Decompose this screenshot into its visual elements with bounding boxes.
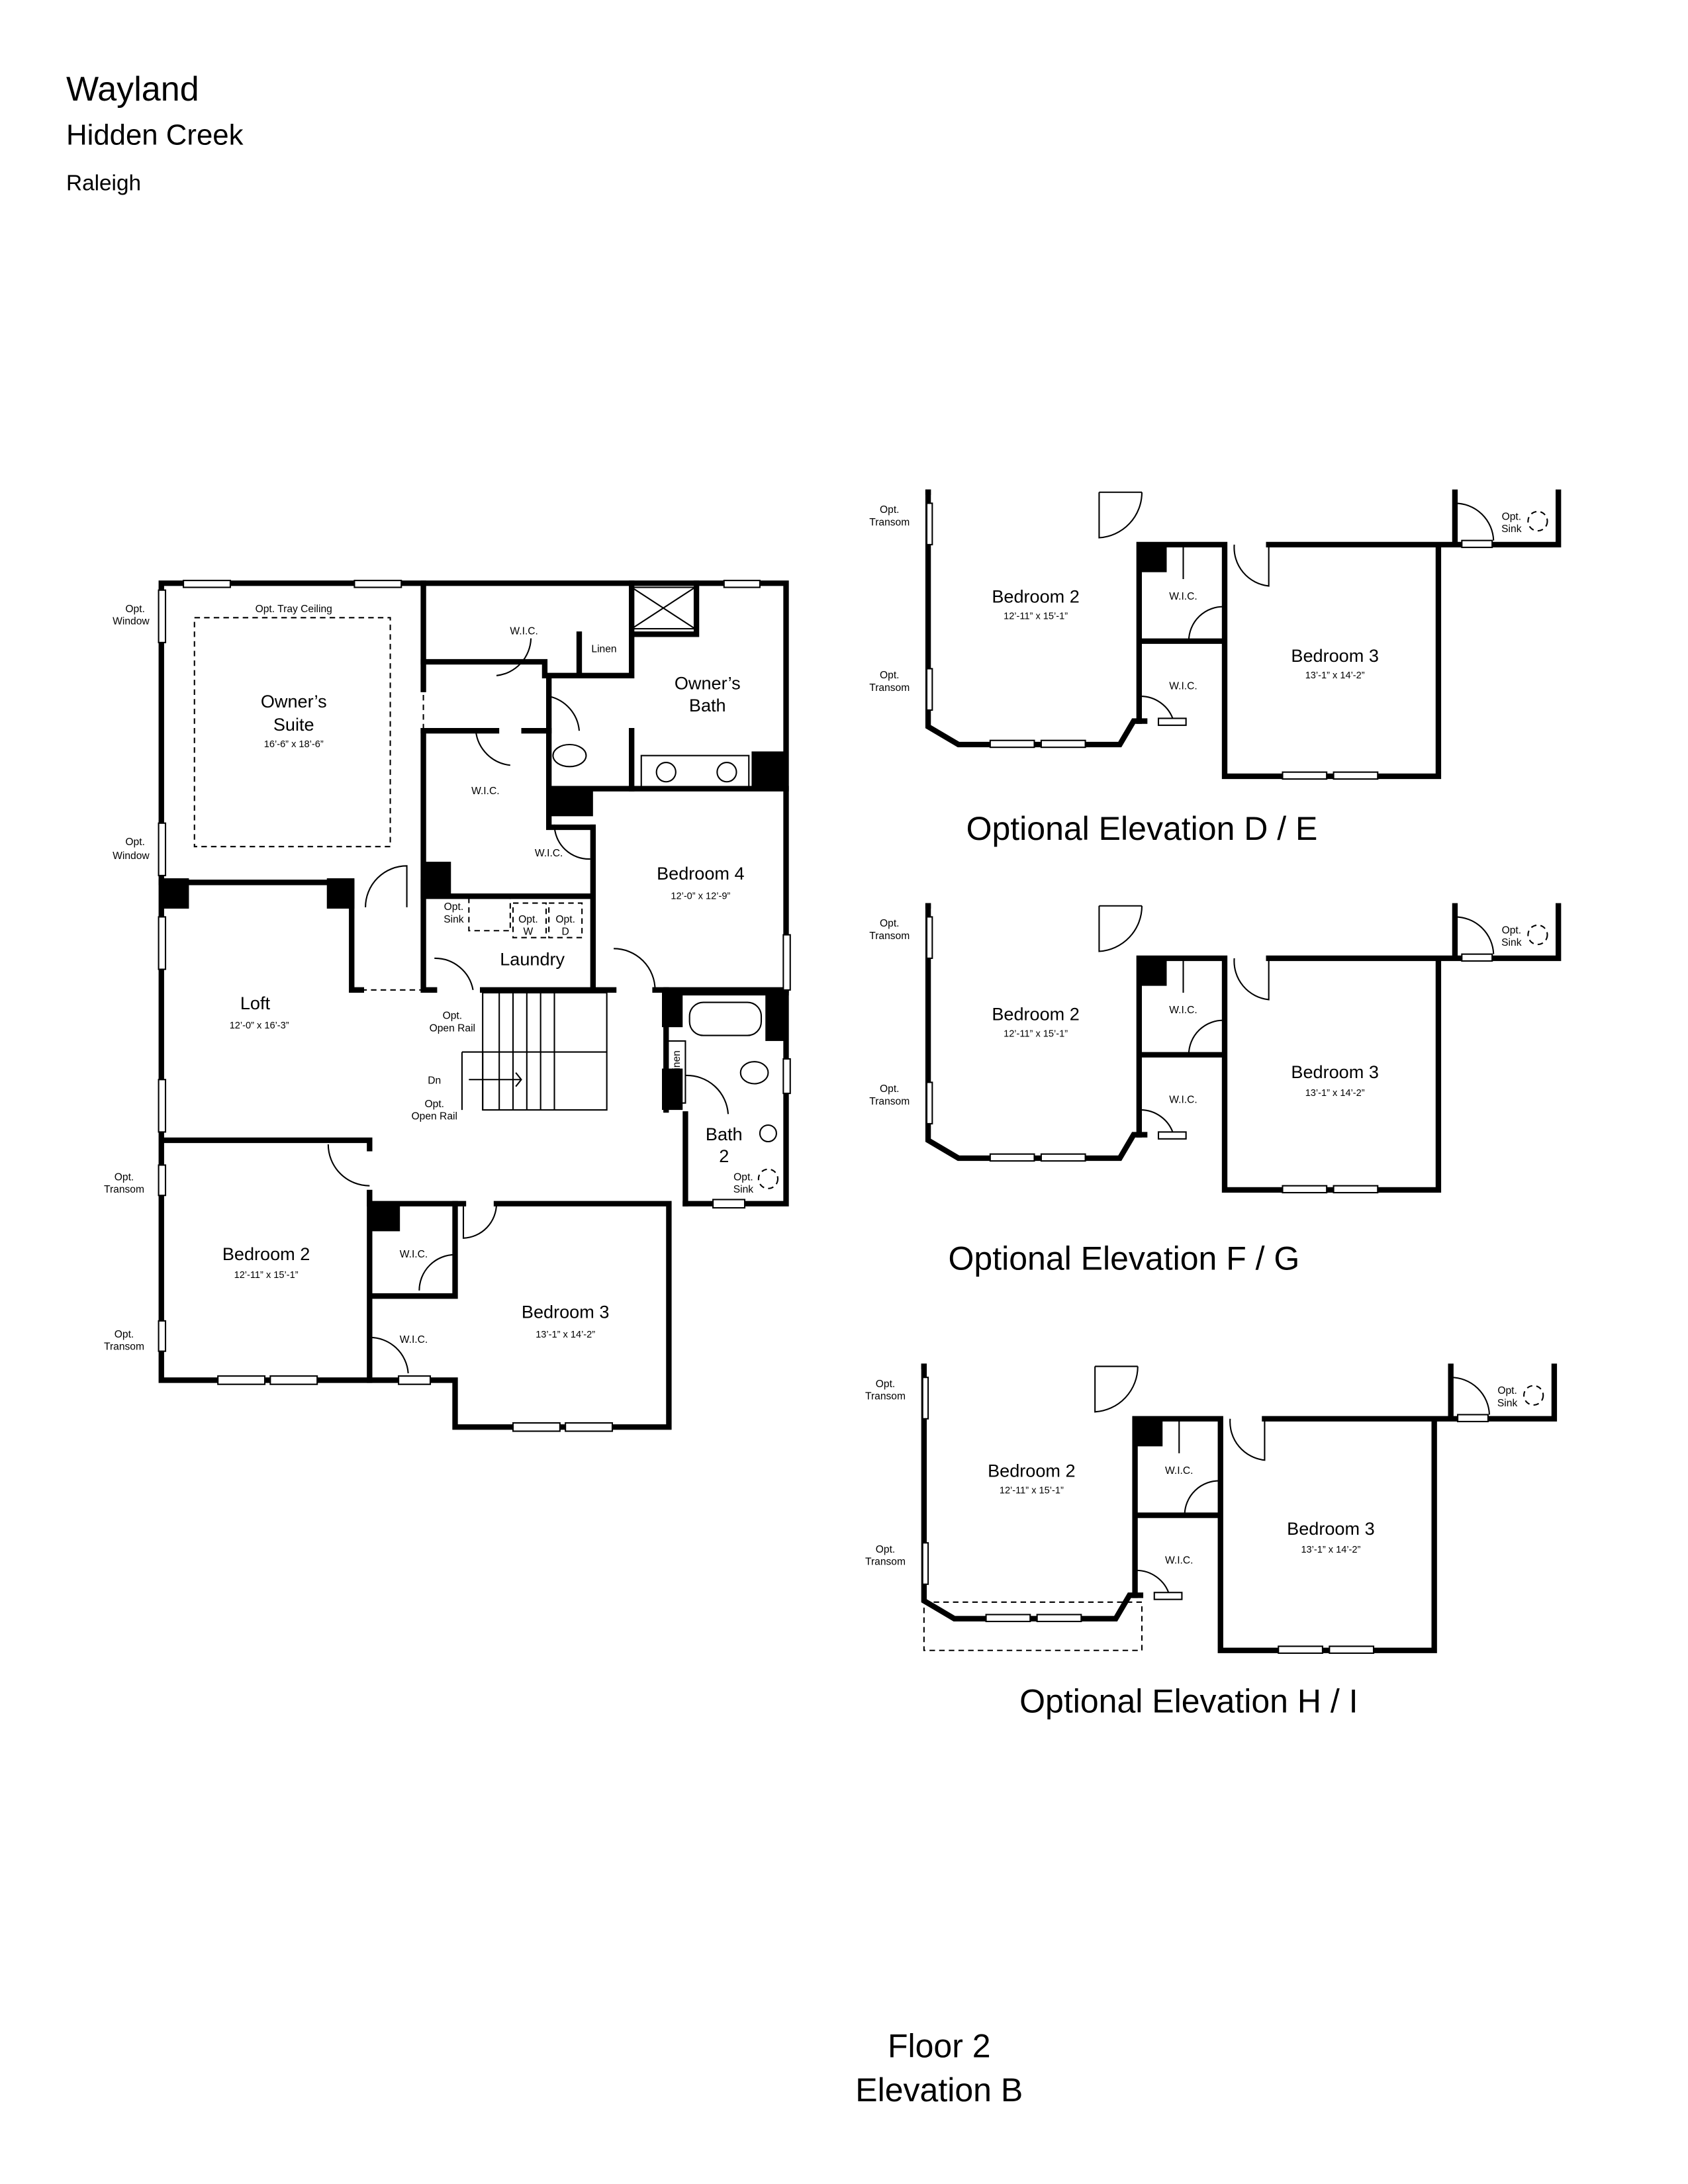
- bedroom3-size: 13’-1” x 14’-2”: [1301, 1545, 1360, 1555]
- opt-window-label: Opt.: [125, 604, 145, 615]
- elevation-h-i-plan: Bedroom 2 12’-11” x 15’-1” Bedroom 3 13’…: [865, 1367, 1554, 1720]
- bedroom4-label: Bedroom 4: [657, 863, 744, 884]
- down-label: Dn: [428, 1075, 441, 1086]
- wic-label: W.I.C.: [535, 848, 563, 859]
- opt-transom-label: Opt.: [115, 1329, 134, 1340]
- opt-window-label: Window: [113, 616, 150, 627]
- bedroom2-label: Bedroom 2: [992, 586, 1079, 606]
- bedroom3-label: Bedroom 3: [522, 1302, 609, 1322]
- open-rail-label: Opt.: [425, 1099, 445, 1110]
- plan-name: Wayland: [66, 70, 199, 109]
- laundry-label: Laundry: [500, 948, 565, 969]
- opt-dryer-label: Opt.: [555, 914, 575, 925]
- opt-transom-label: Transom: [104, 1184, 144, 1195]
- owners-suite-label: Owner’s: [261, 691, 327, 711]
- bath2-label: Bath: [706, 1124, 743, 1144]
- elevation-label: Elevation B: [855, 2071, 1023, 2109]
- bedroom4-size: 12’-0” x 12’-9”: [671, 891, 730, 901]
- floor-label: Floor 2: [888, 2027, 991, 2064]
- bedroom3-size: 13’-1” x 14’-2”: [536, 1330, 595, 1340]
- main-floor-plan: Opt. Window Opt. Window Opt. Tray Ceilin…: [104, 580, 791, 1432]
- opt-sink-label: Sink: [444, 914, 464, 925]
- city-name: Raleigh: [66, 171, 141, 196]
- linen-label: Linen: [671, 1050, 682, 1075]
- opt-dryer-label: D: [562, 927, 569, 938]
- opt-window-label: Opt.: [125, 837, 145, 848]
- bedroom2-label: Bedroom 2: [222, 1244, 310, 1264]
- opt-window-label: Window: [113, 850, 150, 862]
- linen-label: Linen: [591, 643, 616, 655]
- opt-sink-label: Sink: [733, 1184, 754, 1195]
- bedroom2-size: 12’-11” x 15’-1”: [1004, 1029, 1068, 1040]
- elevation-d-e-plan: Bedroom 2 12’-11” x 15’-1” Bedroom 3 13’…: [869, 492, 1558, 847]
- opt-transom-label: Opt.: [115, 1171, 134, 1183]
- bedroom3-size: 13’-1” x 14’-2”: [1305, 670, 1365, 681]
- tray-ceiling-label: Opt. Tray Ceiling: [256, 604, 332, 615]
- opt-washer-label: Opt.: [518, 914, 538, 925]
- owners-bath-label: Bath: [689, 695, 726, 715]
- bedroom2-size: 12’-11” x 15’-1”: [234, 1270, 299, 1281]
- bedroom3-label: Bedroom 3: [1291, 1062, 1378, 1082]
- wic-label: W.I.C.: [510, 625, 538, 637]
- loft-size: 12’-0” x 16’-3”: [230, 1021, 289, 1031]
- elevation-title: Optional Elevation H / I: [1019, 1683, 1358, 1720]
- wic-label: W.I.C.: [400, 1334, 428, 1345]
- bedroom2-size: 12’-11” x 15’-1”: [1000, 1485, 1064, 1496]
- open-rail-label: Open Rail: [412, 1111, 457, 1122]
- open-rail-label: Opt.: [443, 1011, 463, 1022]
- community-name: Hidden Creek: [66, 119, 244, 152]
- staircase: [461, 991, 608, 1111]
- bedroom2-size: 12’-11” x 15’-1”: [1004, 611, 1068, 621]
- elevation-title: Optional Elevation F / G: [949, 1240, 1300, 1277]
- opt-sink-label: Opt.: [733, 1171, 753, 1183]
- opt-washer-label: W: [524, 927, 534, 938]
- owners-bath-label: Owner’s: [675, 673, 741, 694]
- wic-label: W.I.C.: [471, 786, 500, 797]
- loft-label: Loft: [240, 993, 271, 1013]
- elevation-title: Optional Elevation D / E: [966, 810, 1318, 847]
- bedroom3-size: 13’-1” x 14’-2”: [1305, 1088, 1365, 1099]
- owners-suite-size: 16’-6” x 18’-6”: [264, 739, 324, 750]
- open-rail-label: Open Rail: [430, 1023, 475, 1034]
- wic-label: W.I.C.: [400, 1249, 428, 1260]
- elevation-f-g-plan: Bedroom 2 12’-11” x 15’-1” Bedroom 3 13’…: [869, 906, 1558, 1277]
- bedroom3-label: Bedroom 3: [1287, 1518, 1374, 1539]
- owners-suite-label: Suite: [273, 714, 314, 735]
- bath2-label: 2: [719, 1146, 729, 1166]
- opt-sink-label: Opt.: [444, 901, 464, 913]
- bedroom3-label: Bedroom 3: [1291, 645, 1378, 666]
- bedroom2-label: Bedroom 2: [988, 1460, 1075, 1480]
- opt-transom-label: Transom: [104, 1342, 144, 1353]
- bedroom2-label: Bedroom 2: [992, 1004, 1079, 1024]
